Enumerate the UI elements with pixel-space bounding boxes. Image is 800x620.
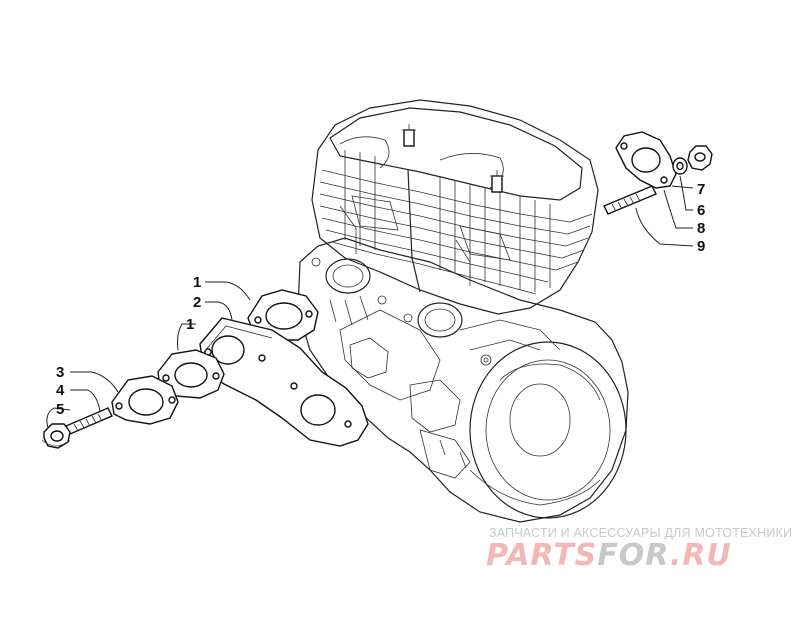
washer-right <box>672 157 688 175</box>
cylinder-head <box>311 99 599 315</box>
watermark-logo: PARTSFOR.RU <box>486 541 732 571</box>
leader-lines <box>46 175 694 429</box>
exhaust-flange-right <box>615 131 677 189</box>
stud-right <box>603 185 657 215</box>
watermark-tagline: ЗАПЧАСТИ И АКСЕССУАРЫ ДЛЯ МОТОТЕХНИКИ <box>489 526 793 540</box>
watermark-logo-part2: FOR <box>597 538 670 573</box>
callout-2: 2 <box>193 294 201 311</box>
exhaust-manifold-plate <box>199 317 369 447</box>
engine-block <box>297 237 629 523</box>
callout-3: 3 <box>56 364 64 381</box>
callout-1-upper: 1 <box>193 274 201 291</box>
nut-right <box>687 145 713 171</box>
stud-left <box>65 407 113 435</box>
watermark-logo-part1: PARTS <box>486 538 598 573</box>
callout-9: 9 <box>697 238 705 255</box>
callout-4: 4 <box>56 382 65 399</box>
watermark-logo-part3: .RU <box>669 538 732 573</box>
callout-1-lower: 1 <box>186 316 194 333</box>
callout-5: 5 <box>56 401 64 418</box>
callout-6: 6 <box>697 202 705 219</box>
callout-8: 8 <box>697 220 705 237</box>
exhaust-gasket-upper <box>247 289 319 341</box>
callout-7: 7 <box>697 181 705 198</box>
exhaust-flange-left <box>111 375 179 425</box>
flange-nut-left <box>41 423 71 449</box>
